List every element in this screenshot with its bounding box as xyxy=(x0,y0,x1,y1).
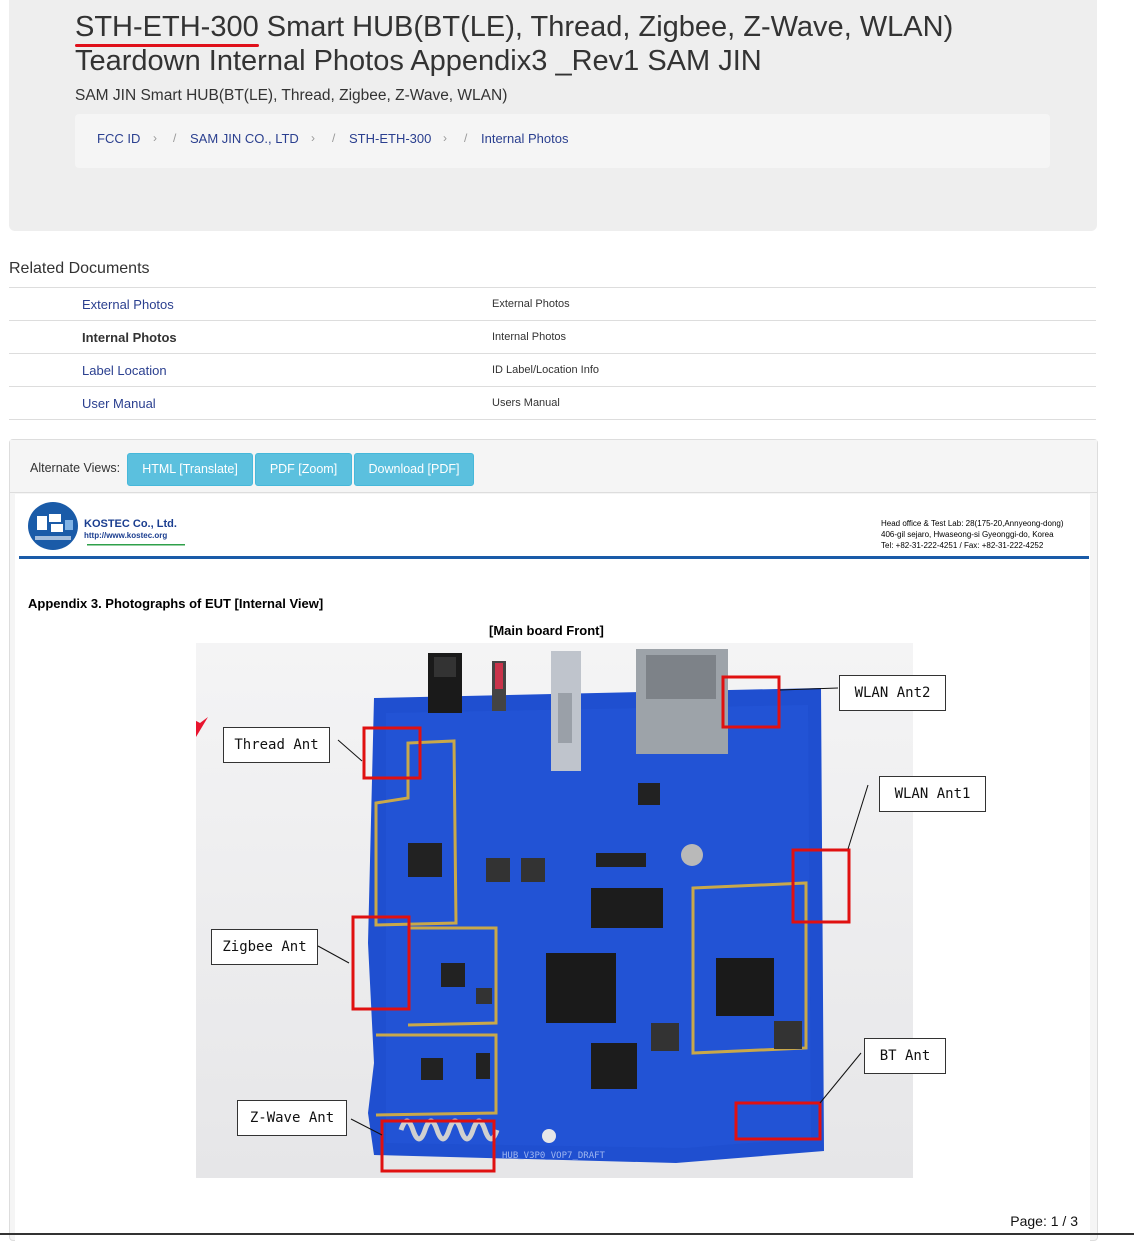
page-title: STH-ETH-300 Smart HUB(BT(LE), Thread, Zi… xyxy=(75,10,1075,78)
address-line: 406-gil sejaro, Hwaseong-si Gyeonggi-do,… xyxy=(881,530,1054,539)
related-desc: Internal Photos xyxy=(492,320,1096,354)
page-current: 1 xyxy=(1050,1213,1059,1229)
breadcrumb-separator: / xyxy=(332,131,336,145)
page-separator: / xyxy=(1062,1213,1067,1229)
related-desc: ID Label/Location Info xyxy=(492,353,1096,387)
table-row: External Photos External Photos xyxy=(9,287,1096,321)
fcc-id-highlight: STH-ETH-300 xyxy=(75,10,259,47)
kostec-logo xyxy=(28,502,185,550)
callout-thread-ant: Thread Ant xyxy=(223,727,330,763)
header-panel: STH-ETH-300 Smart HUB(BT(LE), Thread, Zi… xyxy=(9,0,1097,231)
download-pdf-button[interactable]: Download [PDF] xyxy=(354,453,474,486)
chevron-right-icon: › xyxy=(443,131,447,145)
callout-wlan-ant1: WLAN Ant1 xyxy=(879,776,986,812)
table-row: Label Location ID Label/Location Info xyxy=(9,353,1096,387)
title-rest: Smart HUB(BT(LE), Thread, Zigbee, Z-Wave… xyxy=(75,11,954,77)
related-desc: Users Manual xyxy=(492,386,1096,420)
pdf-zoom-button[interactable]: PDF [Zoom] xyxy=(255,453,352,486)
related-link-label-location[interactable]: Label Location xyxy=(9,353,492,387)
red-underline xyxy=(75,44,259,47)
bottom-divider xyxy=(0,1233,1134,1235)
chevron-right-icon: › xyxy=(153,131,157,145)
related-link-user-manual[interactable]: User Manual xyxy=(9,386,492,420)
page-indicator: Page: 1 / 3 xyxy=(1010,1213,1078,1229)
related-link-external-photos[interactable]: External Photos xyxy=(9,287,492,321)
breadcrumb-separator: / xyxy=(173,131,177,145)
breadcrumb-model[interactable]: STH-ETH-300 xyxy=(349,131,432,146)
red-arrow-icon xyxy=(196,717,208,737)
callout-bt-ant: BT Ant xyxy=(864,1038,946,1074)
related-desc: External Photos xyxy=(492,287,1096,321)
alternate-views-label: Alternate Views: xyxy=(30,461,121,475)
table-row: Internal Photos Internal Photos xyxy=(9,320,1096,354)
pcb-illustration: HUB_V3P0_VOP7_DRAFT xyxy=(196,649,869,1173)
callout-zwave-ant: Z-Wave Ant xyxy=(237,1100,347,1136)
appendix-title: Appendix 3. Photographs of EUT [Internal… xyxy=(28,596,324,611)
breadcrumb-fcc-id[interactable]: FCC ID xyxy=(97,131,141,146)
address-line: Tel: +82-31-222-4251 / Fax: +82-31-222-4… xyxy=(881,541,1044,550)
related-documents-table: External Photos External Photos Internal… xyxy=(9,287,1096,420)
address-line: Head office & Test Lab: 28(175-20,Annyeo… xyxy=(881,519,1064,528)
board-photo: HUB_V3P0_VOP7_DRAFT xyxy=(196,643,913,1178)
pdf-page: KOSTEC Co., Ltd. http://www.kostec.org H… xyxy=(15,494,1090,1244)
company-name: KOSTEC Co., Ltd. xyxy=(84,518,177,530)
page-total: 3 xyxy=(1070,1213,1078,1229)
table-row: User Manual Users Manual xyxy=(9,386,1096,420)
breadcrumb-current[interactable]: Internal Photos xyxy=(481,131,569,146)
html-translate-button[interactable]: HTML [Translate] xyxy=(127,453,253,486)
breadcrumb-separator: / xyxy=(464,131,468,145)
company-url: http://www.kostec.org xyxy=(84,531,168,540)
page-label: Page: xyxy=(1010,1213,1047,1229)
breadcrumb-company[interactable]: SAM JIN CO., LTD xyxy=(190,131,299,146)
related-link-internal-photos: Internal Photos xyxy=(9,320,492,354)
company-address: Head office & Test Lab: 28(175-20,Annyeo… xyxy=(881,518,1071,551)
photo-caption: [Main board Front] xyxy=(489,623,604,638)
title-id: STH-ETH-300 xyxy=(75,11,259,43)
callout-wlan-ant2: WLAN Ant2 xyxy=(839,675,946,711)
board-silkscreen: HUB_V3P0_VOP7_DRAFT xyxy=(502,1151,606,1161)
alternate-views-bar: Alternate Views: HTML [Translate] PDF [Z… xyxy=(10,440,1097,493)
header-rule xyxy=(19,556,1089,559)
page-subtitle: SAM JIN Smart HUB(BT(LE), Thread, Zigbee… xyxy=(75,87,508,104)
related-documents-heading: Related Documents xyxy=(9,260,150,277)
document-viewer-panel: Alternate Views: HTML [Translate] PDF [Z… xyxy=(9,439,1098,1244)
callout-zigbee-ant: Zigbee Ant xyxy=(211,929,318,965)
breadcrumb: FCC ID › / SAM JIN CO., LTD › / STH-ETH-… xyxy=(75,114,1050,168)
chevron-right-icon: › xyxy=(311,131,315,145)
